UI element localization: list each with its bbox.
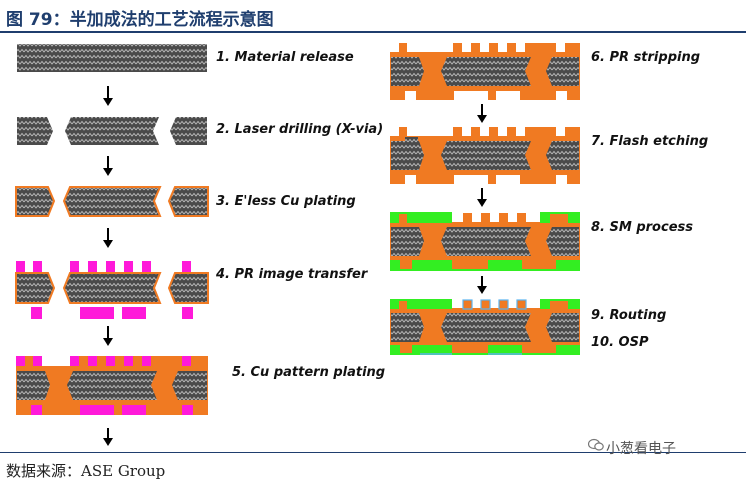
arrow-2 <box>103 156 113 176</box>
step-1-panel <box>17 44 207 72</box>
arrow-8 <box>477 276 487 294</box>
step-10-label: 10. OSP <box>591 335 649 350</box>
step-9-10-panel <box>390 299 580 355</box>
step-7-label: 7. Flash etching <box>591 134 708 149</box>
step-6-label: 6. PR stripping <box>591 50 700 65</box>
arrow-4 <box>103 326 113 346</box>
step-8-panel <box>390 212 580 271</box>
arrow-5 <box>103 428 113 446</box>
arrow-3 <box>103 228 113 248</box>
title-rule <box>0 31 746 33</box>
step-7-panel <box>390 127 580 184</box>
step-3-panel <box>15 186 209 217</box>
step-4-panel <box>15 261 209 319</box>
step-6-panel <box>390 43 580 100</box>
step-5-label: 5. Cu pattern plating <box>232 365 385 380</box>
step-2-label: 2. Laser drilling (X-via) <box>216 122 383 137</box>
step-8-label: 8. SM process <box>591 220 693 235</box>
step-4-label: 4. PR image transfer <box>215 267 369 282</box>
step-1-label: 1. Material release <box>216 50 354 65</box>
step-3-label: 3. E'less Cu plating <box>216 194 356 209</box>
source-note: 数据来源：ASE Group <box>6 462 166 480</box>
step-9-label: 9. Routing <box>591 308 666 323</box>
step-2-panel <box>17 117 207 145</box>
arrow-7 <box>477 188 487 207</box>
arrow-1 <box>103 86 113 106</box>
bottom-rule <box>0 452 746 453</box>
arrow-6 <box>477 104 487 123</box>
step-5-panel <box>16 356 208 415</box>
figure-title: 图 79：半加成法的工艺流程示意图 <box>6 10 274 30</box>
watermark: 小葱看电子 <box>606 441 676 457</box>
chat-bubble-icon <box>588 438 604 451</box>
